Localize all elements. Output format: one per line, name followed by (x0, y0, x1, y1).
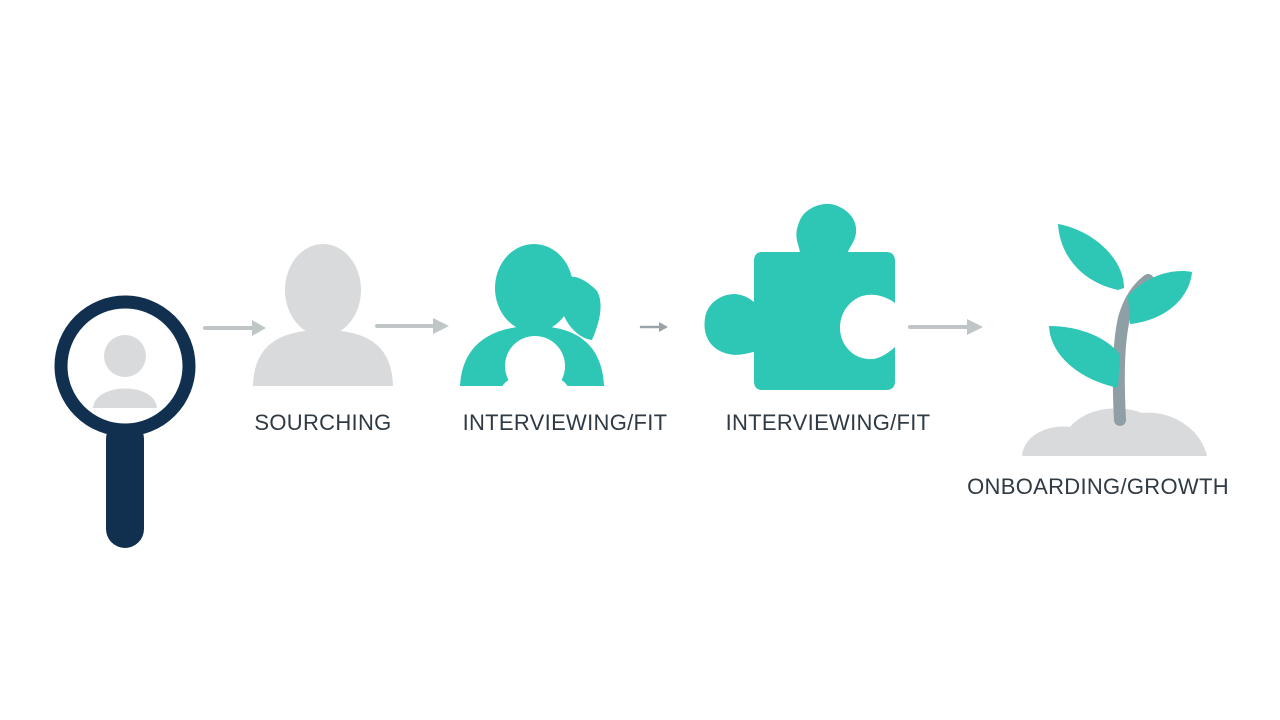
stage-label-onboarding: ONBOARDING/GROWTH (967, 474, 1229, 499)
puzzle-piece-icon (704, 203, 895, 390)
sprout-icon (1022, 224, 1207, 456)
stage-label-sourcing: SOURCHING (254, 410, 392, 435)
flow-arrow-2 (375, 318, 449, 334)
flow-arrow-3 (639, 322, 668, 332)
stage-label-interviewing-2: INTERVIEWING/FIT (725, 410, 931, 435)
stage-label-interviewing-1: INTERVIEWING/FIT (462, 410, 668, 435)
flow-arrow-4 (908, 319, 983, 335)
two-people-icon (460, 244, 604, 396)
person-icon (253, 244, 393, 386)
flow-arrow-1 (203, 320, 266, 336)
magnifier-person-icon (54, 295, 196, 548)
